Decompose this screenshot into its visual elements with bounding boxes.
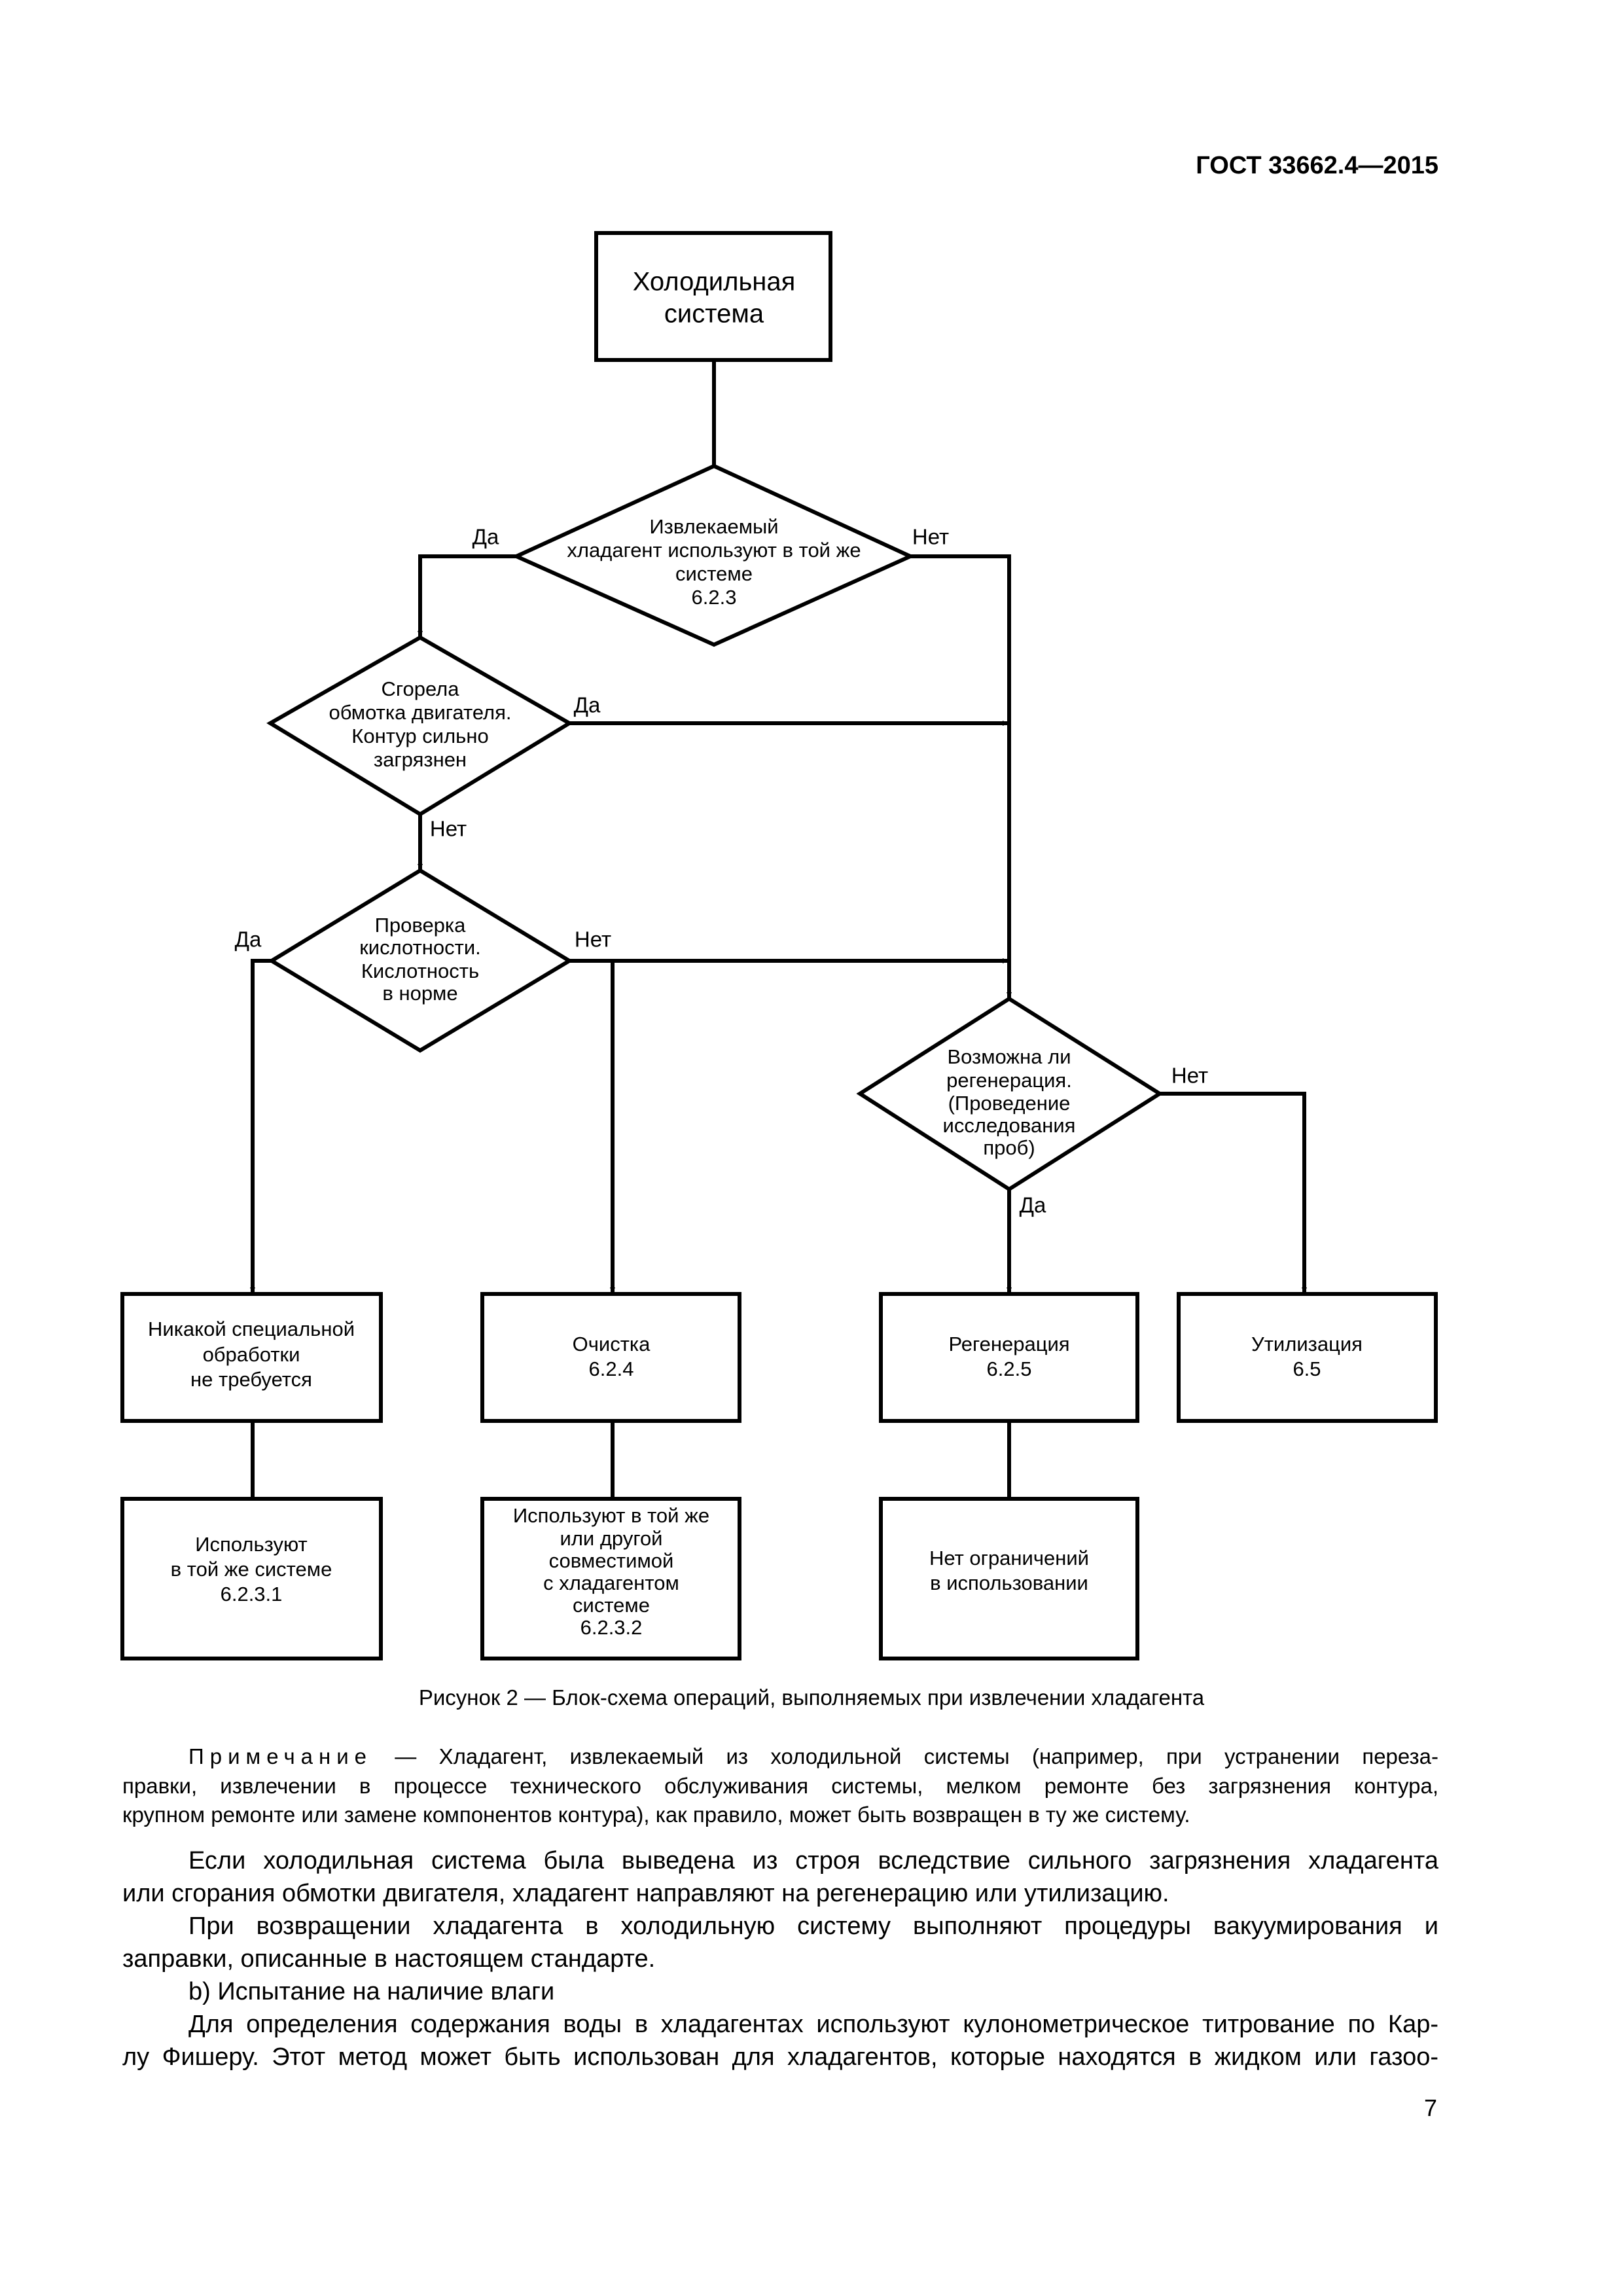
box-compatible-system: Используют в той же или другой совместим… (480, 1497, 741, 1660)
connector-reuse-yes (418, 554, 516, 637)
flowchart-text: Используют (195, 1533, 308, 1556)
note-text: — Хладагент, извлекаемый из холодильной … (395, 1744, 1439, 1768)
box-no-treatment: Никакой специальной обработки не требует… (120, 1292, 383, 1423)
flowchart-text: регенерация. (946, 1069, 1072, 1092)
page-number: 7 (1424, 2094, 1438, 2121)
flowchart-text: Извлекаемый (649, 515, 778, 538)
label-yes: Да (574, 693, 601, 717)
flowchart-text: Никакой специальной (148, 1318, 355, 1340)
body-line: При возвращении хладагента в холодильную… (188, 1912, 1438, 1940)
flowchart-text: обработки (203, 1343, 300, 1366)
label-no: Нет (912, 525, 949, 549)
decision-acidity: Проверка кислотности. Кислотность в норм… (268, 868, 573, 1053)
body-line: Если холодильная система была выведена и… (188, 1847, 1438, 1874)
start-box: Холодильная система (594, 231, 832, 362)
body-line: лу Фишеру. Этот метод может быть использ… (122, 2043, 1438, 2071)
label-no: Нет (430, 817, 467, 841)
flowchart-text: совместимой (549, 1549, 674, 1572)
box-same-system: Используют в той же системе 6.2.3.1 (120, 1497, 383, 1660)
flowchart-text: проб) (983, 1136, 1035, 1159)
flowchart-text: кислотности. (359, 936, 481, 959)
flowchart-text: не требуется (190, 1368, 312, 1391)
flowchart-text: с хладагентом (543, 1571, 679, 1594)
flowchart-text: исследования (943, 1114, 1076, 1137)
flowchart-text: 6.2.3 (692, 586, 737, 609)
flowchart-text: Проверка (375, 914, 467, 937)
body-line: Для определения содержания воды в хладаг… (188, 2011, 1438, 2038)
flowchart-text: Возможна ли (947, 1045, 1071, 1068)
note-line: правки, извлечении в процессе техническо… (122, 1774, 1438, 1798)
flowchart-text: в использовании (930, 1571, 1088, 1594)
body-line: заправки, описанные в настоящем стандарт… (122, 1945, 656, 1973)
start-text: Холодильная (633, 268, 796, 296)
flowchart-text: обмотка двигателя. (329, 701, 511, 724)
flowchart-text: (Проведение (948, 1092, 1071, 1115)
flowchart-text: хладагент используют в той же (567, 539, 861, 562)
flowchart-text: Очистка (573, 1333, 651, 1355)
flowchart-text: в той же системе (171, 1558, 332, 1581)
flowchart-text: системе (573, 1594, 650, 1617)
label-no: Нет (1171, 1064, 1208, 1088)
connector-reuse-no (910, 554, 1011, 999)
flowchart-text: 6.2.3.1 (221, 1583, 283, 1605)
flowchart-text: Используют в той же (513, 1504, 709, 1527)
flowchart-text: 6.2.3.2 (580, 1616, 643, 1639)
note-line: Примечание — Хладагент, извлекаемый из х… (188, 1744, 1438, 1769)
start-text: система (664, 300, 764, 329)
box-regeneration: Регенерация 6.2.5 (879, 1292, 1139, 1423)
flowchart-text: 6.2.5 (987, 1357, 1032, 1380)
flowchart-text: или другой (560, 1527, 663, 1550)
note-label: Примечание (188, 1744, 373, 1768)
box-no-limits: Нет ограничений в использовании (879, 1497, 1139, 1660)
connector-regen-no (1160, 1092, 1307, 1294)
flowchart-text: Регенерация (948, 1333, 1069, 1355)
flowchart-text: Контур сильно (351, 725, 488, 747)
flowchart-text: 6.5 (1293, 1357, 1321, 1380)
box-cleaning: Очистка 6.2.4 (480, 1292, 741, 1423)
body-line: или сгорания обмотки двигателя, хладаген… (122, 1880, 1169, 1907)
label-yes: Да (235, 927, 262, 952)
decision-burnout: Сгорела обмотка двигателя. Контур сильно… (266, 635, 573, 817)
flowchart-text: Кислотность (361, 960, 479, 982)
flowchart-text: в норме (382, 982, 457, 1005)
decision-reuse: Извлекаемый хладагент используют в той ж… (511, 463, 916, 647)
decision-regeneration: Возможна ли регенерация. (Проведение исс… (856, 996, 1164, 1192)
flowchart-text: системе (675, 562, 753, 585)
note-line: крупном ремонте или замене компонентов к… (122, 1803, 1190, 1827)
connector-acidity-yes (250, 959, 272, 1294)
box-disposal: Утилизация 6.5 (1177, 1292, 1438, 1423)
flowchart-text: Утилизация (1251, 1333, 1363, 1355)
flowchart-text: 6.2.4 (589, 1357, 634, 1380)
label-no: Нет (575, 927, 611, 952)
standard-header: ГОСТ 33662.4—2015 (1196, 152, 1438, 179)
label-yes: Да (473, 525, 499, 549)
label-yes: Да (1020, 1193, 1046, 1217)
flowchart-text: загрязнен (374, 748, 467, 771)
flowchart-text: Сгорела (381, 677, 459, 700)
subsection-heading: b) Испытание на наличие влаги (188, 1978, 555, 2005)
figure-caption: Рисунок 2 — Блок-схема операций, выполня… (418, 1685, 1205, 1710)
flowchart-text: Нет ограничений (929, 1547, 1089, 1570)
